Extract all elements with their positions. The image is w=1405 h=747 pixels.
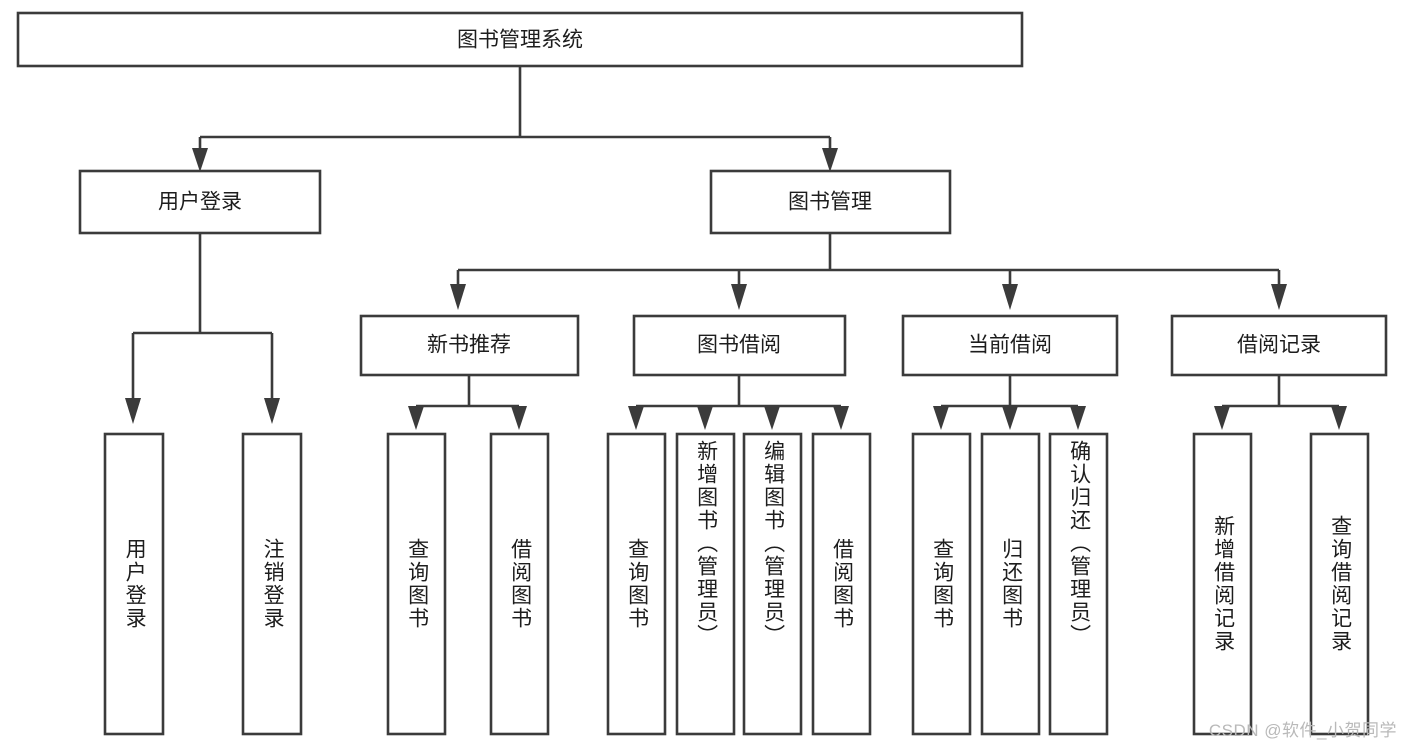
- edge-root-to-level2: [192, 66, 838, 172]
- node-root-label: 图书管理系统: [457, 29, 583, 52]
- node-user-login-box[interactable]: [78, 169, 322, 235]
- leaf-box-borrow-book-2[interactable]: [811, 432, 872, 736]
- leaf-box-confirm-return[interactable]: [1048, 432, 1109, 736]
- node-book-borrow-label: 图书借阅: [697, 334, 781, 357]
- watermark-text: CSDN @软件_小贺同学: [1208, 721, 1397, 740]
- edge-new-book-rec-to-leaves: [408, 375, 527, 430]
- node-book-manage-box[interactable]: [709, 169, 952, 235]
- leaf-box-add-record[interactable]: [1192, 432, 1253, 736]
- node-new-book-rec-box[interactable]: [359, 314, 580, 377]
- node-user-login-label: 用户登录: [158, 191, 242, 214]
- leaf-box-logout-login[interactable]: [241, 432, 303, 736]
- leaf-box-query-book-1[interactable]: [386, 432, 447, 736]
- edge-user-login-to-leaves: [125, 233, 280, 424]
- leaf-box-add-book[interactable]: [675, 432, 736, 736]
- node-borrow-record-box[interactable]: [1170, 314, 1388, 377]
- leaf-box-query-book-2[interactable]: [606, 432, 667, 736]
- leaf-box-edit-book[interactable]: [742, 432, 803, 736]
- node-book-manage-label: 图书管理: [788, 191, 872, 214]
- node-root-box[interactable]: [16, 11, 1024, 68]
- node-new-book-rec-label: 新书推荐: [427, 334, 511, 357]
- leaf-box-borrow-book-1[interactable]: [489, 432, 550, 736]
- node-current-borrow-box[interactable]: [901, 314, 1119, 377]
- leaf-box-user-login[interactable]: [103, 432, 165, 736]
- node-book-borrow-box[interactable]: [632, 314, 847, 377]
- edge-book-borrow-to-leaves: [628, 375, 849, 430]
- leaf-box-query-record[interactable]: [1309, 432, 1370, 736]
- edge-current-borrow-to-leaves: [933, 375, 1086, 430]
- edge-book-manage-to-level3: [450, 233, 1287, 310]
- leaf-box-query-book-3[interactable]: [911, 432, 972, 736]
- leaf-box-return-book[interactable]: [980, 432, 1041, 736]
- node-current-borrow-label: 当前借阅: [968, 334, 1052, 357]
- node-borrow-record-label: 借阅记录: [1237, 334, 1321, 357]
- edge-borrow-record-to-leaves: [1214, 375, 1347, 430]
